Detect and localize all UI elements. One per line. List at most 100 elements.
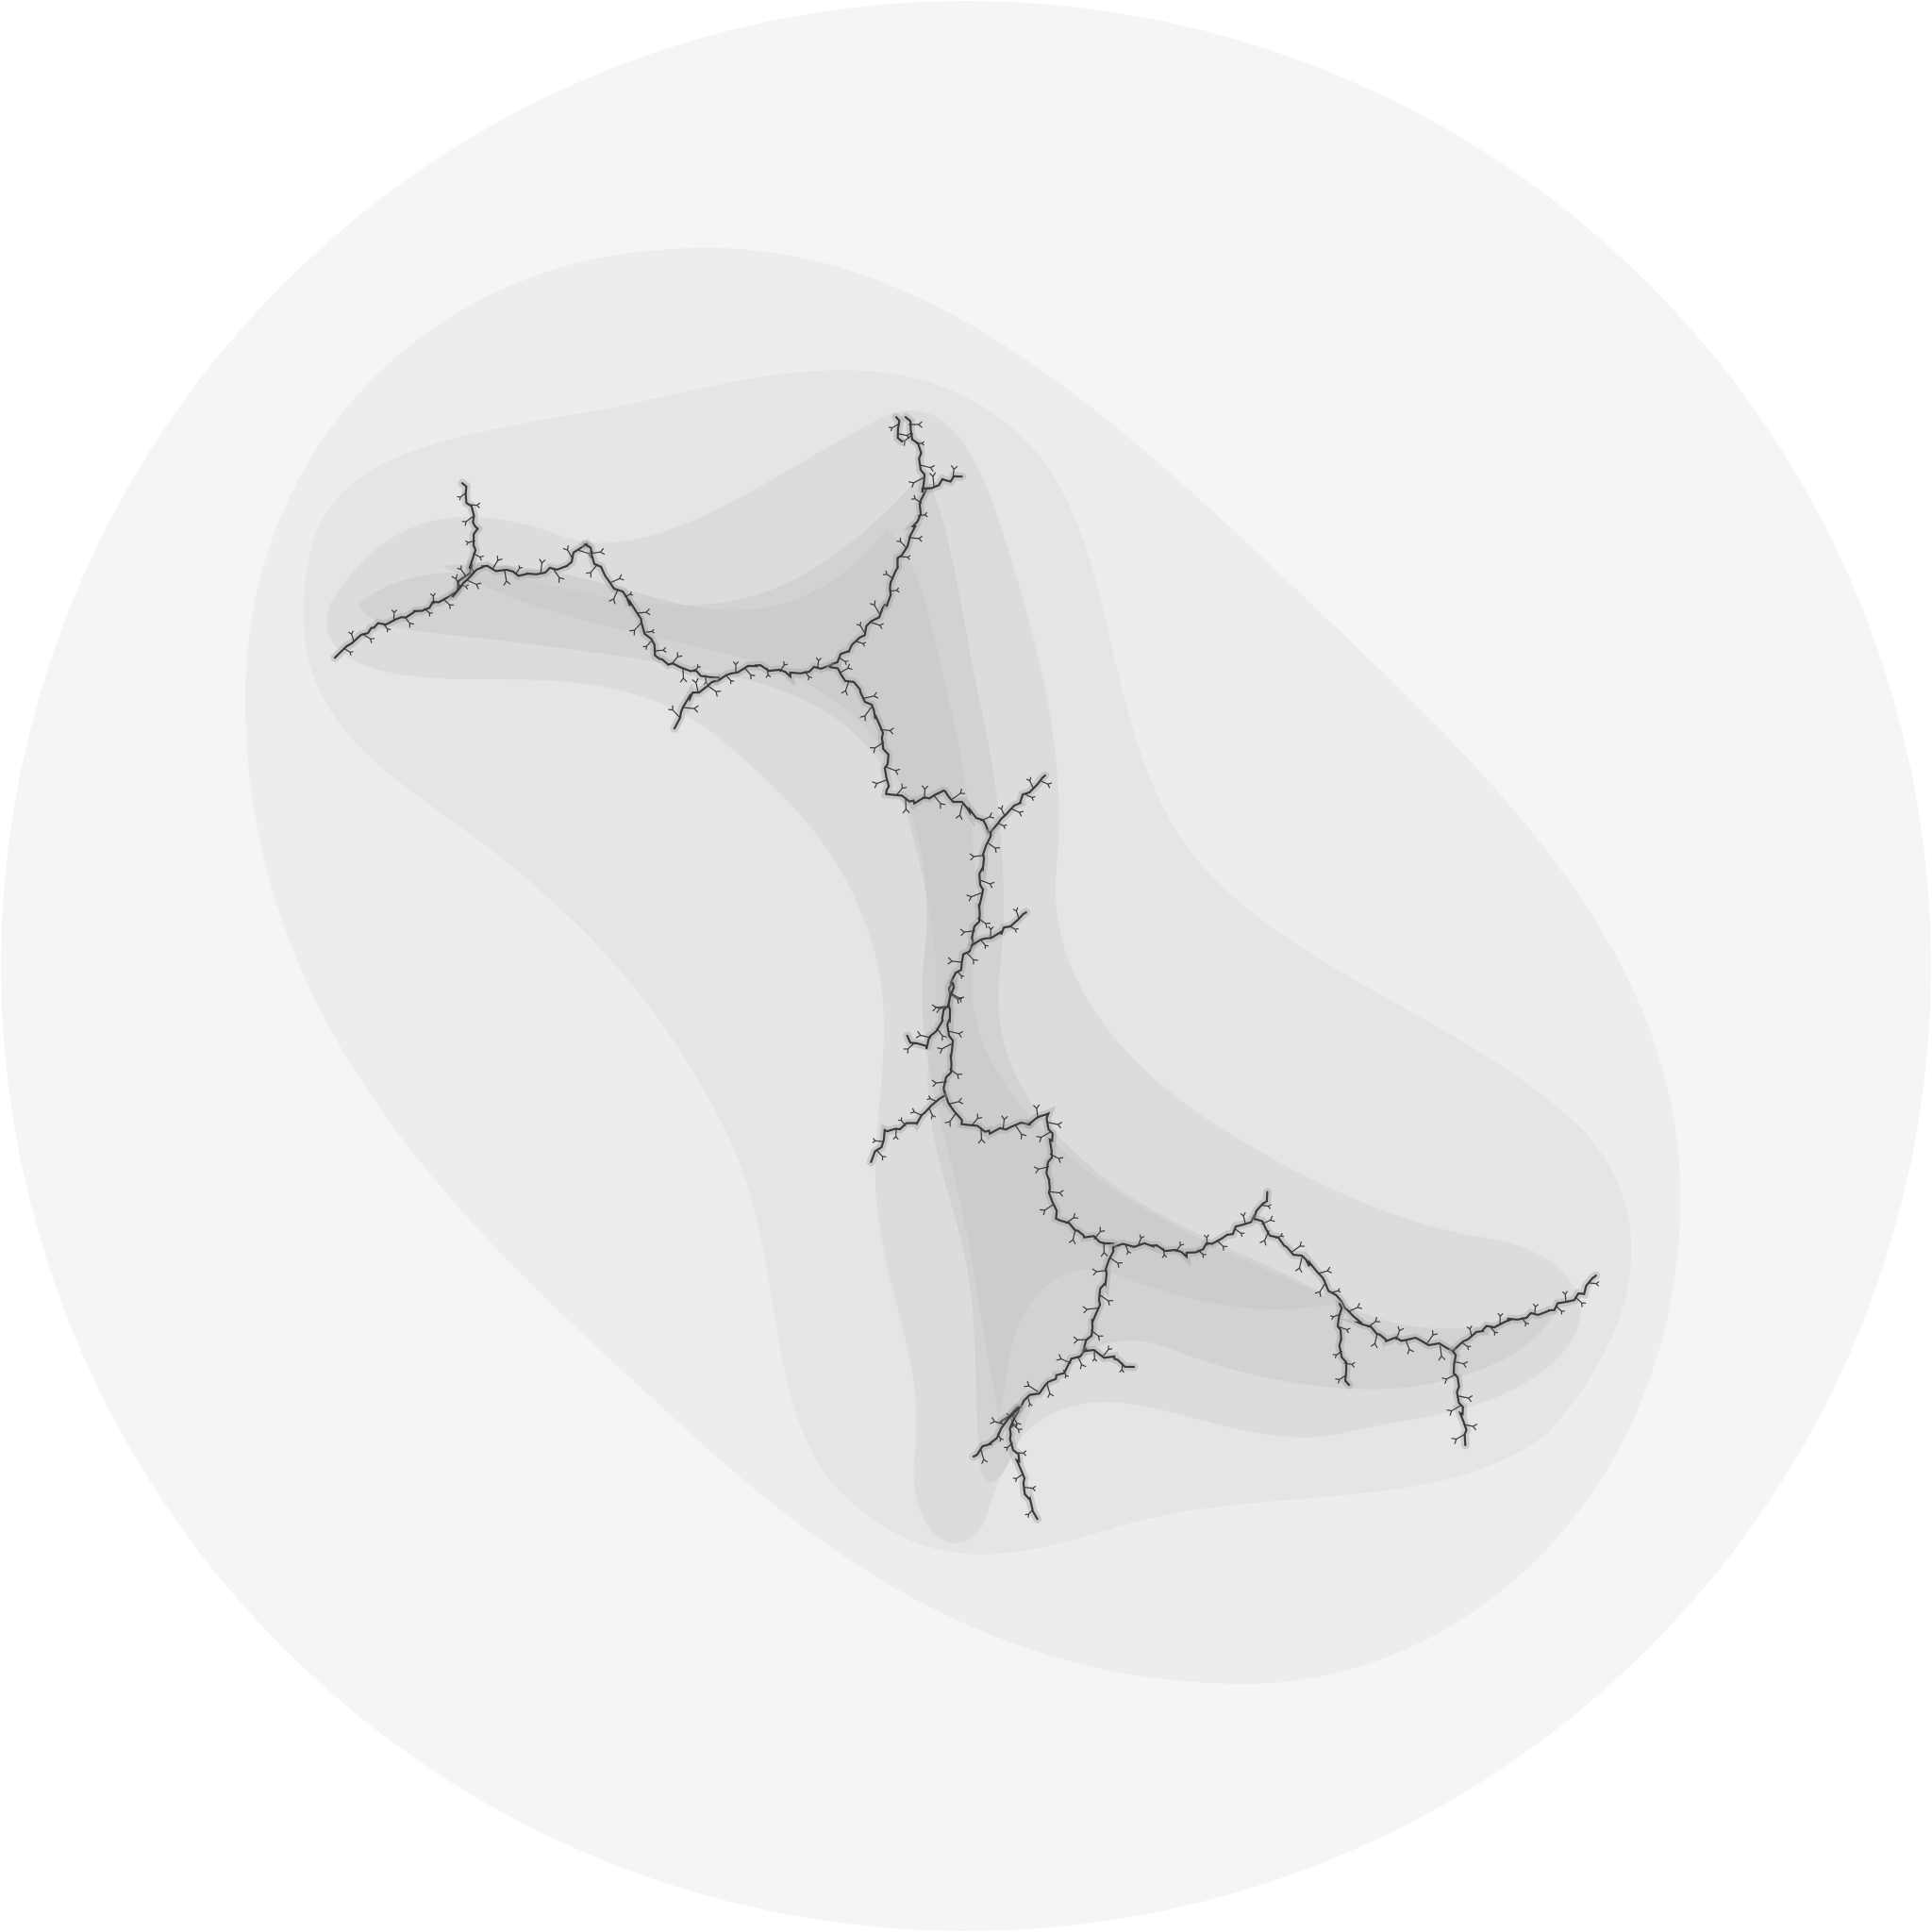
filament-twig (1004, 1442, 1013, 1452)
filament-twig (1446, 1405, 1461, 1416)
filament-twig (1025, 776, 1034, 789)
filament-twig (1027, 1397, 1033, 1407)
filament-twig (424, 608, 433, 617)
filament-twig (900, 555, 911, 560)
dendrite-filament (330, 412, 1601, 1524)
filament-twig (896, 537, 907, 548)
filament-twig (1024, 793, 1036, 801)
filament-twig (895, 783, 908, 796)
filament-twig (624, 591, 634, 598)
filament-twig (966, 952, 978, 965)
filament-twig (909, 536, 923, 542)
filament-twig (922, 785, 928, 800)
filament-twig (1574, 1296, 1587, 1307)
filament-twig (562, 545, 574, 559)
filament-twig (679, 667, 688, 683)
filament-twig (1091, 1268, 1108, 1276)
filament-twig (691, 678, 699, 692)
filament-twig (966, 892, 982, 902)
filament-twig (1008, 925, 1019, 933)
filament-twig (1040, 1204, 1055, 1216)
filament-twig (779, 660, 789, 673)
filament-twig (608, 589, 619, 605)
filament-twig (882, 570, 894, 579)
filament-twig (1395, 1325, 1405, 1341)
filament-twig (889, 587, 900, 593)
filament-twig (929, 472, 937, 487)
filament-twig (969, 853, 985, 861)
filament-twig (1335, 1374, 1348, 1384)
filament-twig (870, 741, 885, 754)
filament-twig (841, 680, 850, 696)
filament-twig (1317, 1266, 1332, 1274)
filament-twig (1138, 1234, 1145, 1246)
filament-twig (1015, 1450, 1027, 1457)
filament-twig (949, 1097, 963, 1105)
filament-strand (999, 1246, 1115, 1424)
filament-twig (707, 685, 722, 697)
filament-twig (864, 691, 878, 699)
filament-twig (1497, 1312, 1504, 1324)
filament-twig (1082, 1306, 1098, 1314)
filament-twig (1332, 1350, 1343, 1358)
filament-strand (673, 680, 716, 730)
filament-twig (1100, 1241, 1108, 1257)
filament-twig (1295, 1257, 1303, 1274)
filament-twig (1556, 1306, 1565, 1315)
filament-twig (1216, 1240, 1228, 1251)
filament-twig (591, 548, 605, 555)
filament-twig (856, 622, 865, 633)
filament-twig (888, 424, 899, 432)
filament-twig (1119, 1362, 1124, 1374)
filament-twig (539, 558, 546, 574)
filament-twig (1405, 1339, 1414, 1355)
filament-twig (1533, 1303, 1539, 1315)
filament-twig (1124, 1244, 1132, 1256)
filament-twig (765, 667, 772, 678)
filament-twig (959, 928, 975, 937)
filament-twig (1438, 1345, 1446, 1361)
filament-strand (715, 603, 886, 683)
filament-twig (1103, 1345, 1113, 1357)
filament-twig (1367, 1316, 1381, 1328)
filament-twig (947, 957, 963, 965)
filament-twig (636, 608, 651, 616)
filament-twig (1036, 1131, 1051, 1142)
filament-strand (989, 774, 1046, 834)
filament-strand (1336, 1303, 1351, 1387)
filament-twig (1463, 1424, 1477, 1431)
filament-twig (1331, 1288, 1341, 1293)
filament-twig (1451, 1433, 1466, 1444)
filament-twig (928, 1108, 937, 1120)
filament-strand (906, 831, 992, 1050)
filament-twig (892, 1128, 899, 1141)
filament-twig (988, 925, 994, 938)
filament-twig (1049, 1190, 1064, 1197)
filament-strand (942, 982, 1032, 1136)
filament-twig (926, 1095, 938, 1103)
filament-twig (933, 794, 946, 809)
filament-twig (908, 421, 923, 428)
filament-twig (1589, 1281, 1600, 1287)
filament-twig (956, 804, 963, 821)
filament-twig (1175, 1241, 1185, 1253)
filament-twig (1426, 1330, 1438, 1343)
filament-strand (1008, 1407, 1039, 1521)
filament-twig (668, 705, 680, 718)
filament-twig (990, 1417, 1006, 1425)
filament-twig (1100, 1294, 1113, 1306)
filament-twig (996, 1433, 1004, 1442)
filament-twig (1056, 1354, 1072, 1364)
filament-twig (859, 707, 872, 722)
filament-twig (703, 675, 708, 686)
filament-twig (671, 652, 683, 665)
filament-twig (1010, 808, 1024, 817)
filament-strand (870, 1095, 945, 1163)
filament-twig (1441, 1374, 1457, 1384)
filament-twig (1521, 1317, 1529, 1327)
filament-twig (897, 1117, 907, 1126)
filament-twig (733, 661, 739, 674)
filament-twig (839, 657, 849, 665)
filament-twig (1048, 1122, 1062, 1129)
filament-twig (987, 841, 1000, 853)
